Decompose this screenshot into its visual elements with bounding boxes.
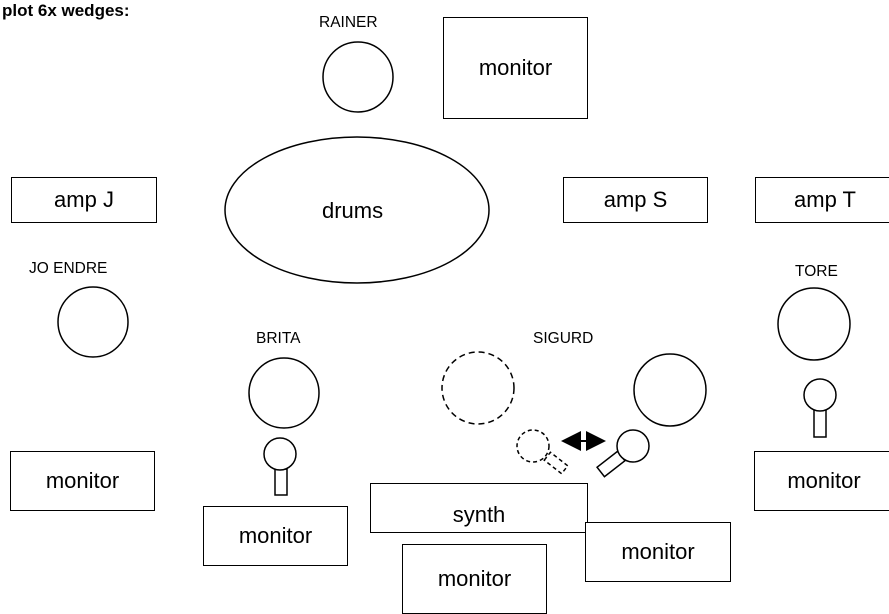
sigurd-microphone-icon — [596, 429, 650, 478]
drums-ellipse — [224, 136, 490, 284]
monitor-tore: monitor — [754, 451, 889, 511]
monitor-sigurd: monitor — [585, 522, 731, 582]
rainer-position-circle — [322, 41, 394, 113]
tore-label: TORE — [795, 263, 838, 280]
synth-box: synth — [370, 483, 588, 533]
jo-endre-label: JO ENDRE — [29, 260, 108, 277]
drums-label: drums — [322, 198, 384, 223]
monitor-label: monitor — [787, 468, 861, 493]
monitor-label: monitor — [238, 523, 313, 548]
monitor-label: monitor — [45, 468, 120, 493]
tore-position-circle — [777, 287, 851, 361]
monitor-jo-endre: monitor — [10, 451, 155, 511]
sigurd-alt-position-circle — [441, 351, 515, 425]
monitor-synth: monitor — [402, 544, 547, 614]
jo-endre-position-circle — [57, 286, 129, 358]
amp-s-label: amp S — [603, 187, 668, 212]
amp-t-label: amp T — [794, 187, 856, 212]
amp-j-label: amp J — [54, 187, 114, 212]
monitor-brita: monitor — [203, 506, 348, 566]
sigurd-alt-microphone-icon — [516, 429, 569, 475]
tore-microphone-icon — [803, 378, 837, 438]
amp-s-box: amp S — [563, 177, 708, 223]
synth-label: synth — [452, 502, 506, 527]
amp-j-box: amp J — [11, 177, 157, 223]
brita-position-circle — [248, 357, 320, 429]
monitor-rainer: monitor — [443, 17, 588, 119]
monitor-label: monitor — [437, 566, 512, 591]
brita-microphone-icon — [263, 437, 297, 496]
monitor-label: monitor — [478, 55, 553, 80]
sigurd-label: SIGURD — [533, 330, 594, 347]
sigurd-position-circle — [633, 353, 707, 427]
rainer-label: RAINER — [319, 14, 378, 31]
monitor-label: monitor — [621, 539, 695, 564]
page-title: plot 6x wedges: — [2, 1, 130, 20]
brita-label: BRITA — [256, 330, 301, 347]
amp-t-box: amp T — [755, 177, 889, 223]
